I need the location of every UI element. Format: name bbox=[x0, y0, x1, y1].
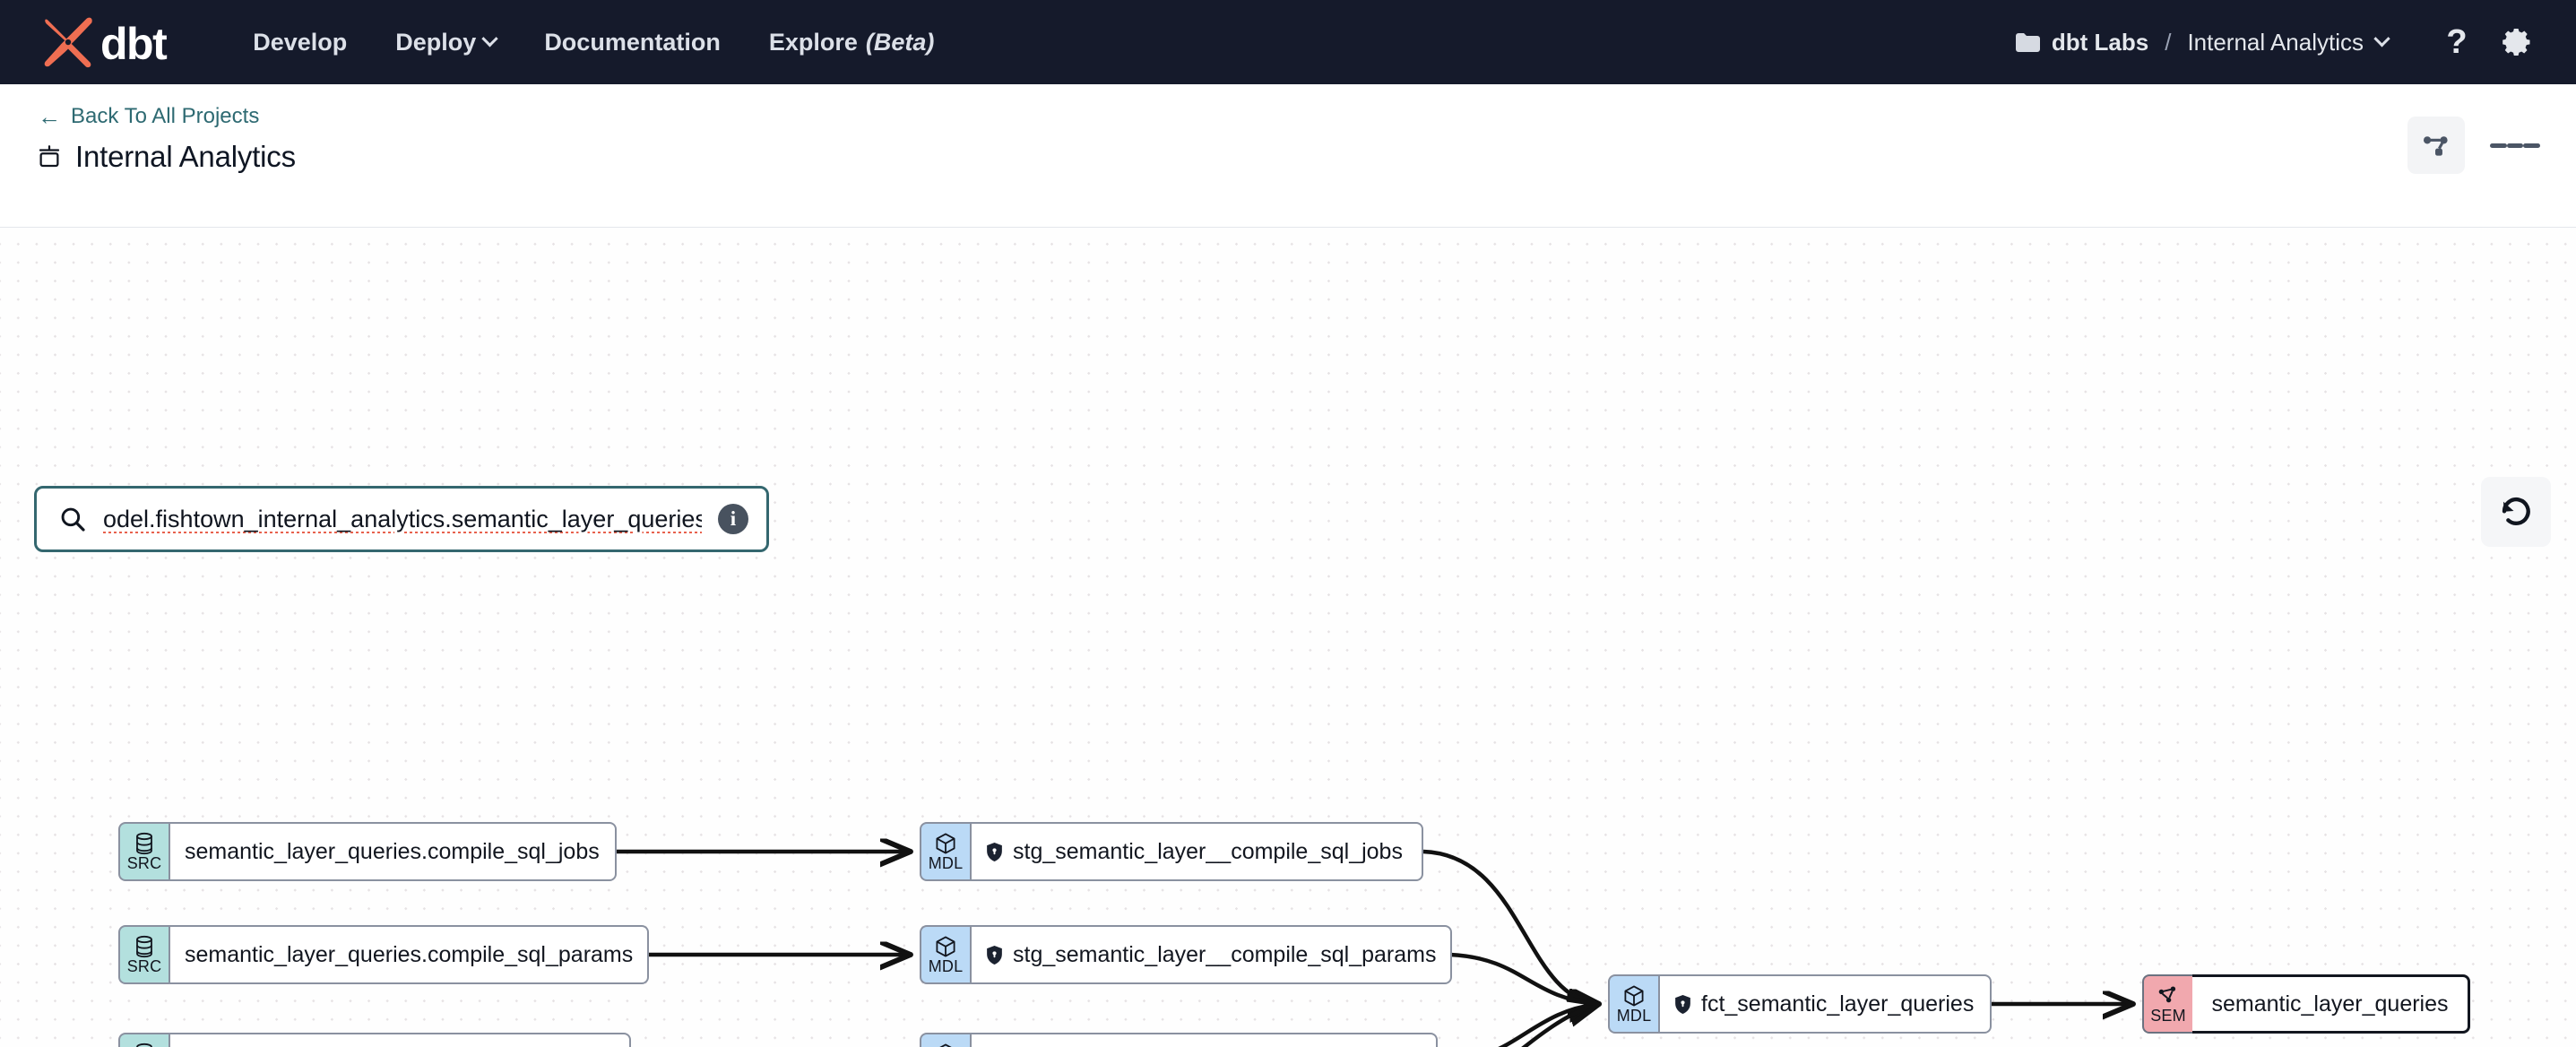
lineage-view-button[interactable] bbox=[2407, 117, 2465, 174]
node-body: stg_semantic_layer__compile_sql_jobs bbox=[970, 822, 1423, 881]
node-kind-badge-src: SRC bbox=[118, 925, 169, 984]
nav-link-deploy-label: Deploy bbox=[395, 28, 477, 56]
project-box-icon bbox=[39, 145, 60, 168]
node-body: stg_semantic_layer__create_query_jobs bbox=[970, 1033, 1438, 1047]
reset-view-button[interactable] bbox=[2481, 477, 2551, 547]
node-kind-badge-src: SRC bbox=[118, 822, 169, 881]
hamburger-menu-icon-bar2 bbox=[2506, 143, 2524, 148]
semantic-network-icon bbox=[2157, 985, 2180, 1007]
node-kind-label: SRC bbox=[126, 853, 162, 872]
nav-link-develop[interactable]: Develop bbox=[229, 29, 371, 56]
node-label: fct_semantic_layer_queries bbox=[1701, 991, 1975, 1017]
chevron-down-icon bbox=[2373, 30, 2390, 47]
node-body: semantic_layer_queries.compile_sql_jobs bbox=[169, 822, 617, 881]
dbt-logo-icon bbox=[44, 17, 92, 68]
search-input[interactable]: odel.fishtown_internal_analytics.semanti… bbox=[103, 505, 702, 532]
database-cylinder-icon bbox=[134, 1043, 155, 1047]
node-kind-label: MDL bbox=[928, 956, 964, 975]
database-cylinder-icon bbox=[134, 832, 155, 854]
page-title-row: Internal Analytics bbox=[32, 140, 296, 174]
folder-icon bbox=[2015, 32, 2040, 52]
node-label: semantic_layer_queries.compile_sql_jobs bbox=[185, 838, 600, 864]
settings-button[interactable] bbox=[2497, 22, 2538, 63]
graph-node-mdl-fct-semantic-layer-queries[interactable]: MDL fct_semantic_layer_queries bbox=[1608, 974, 1992, 1034]
nav-right-cluster: dbt Labs / Internal Analytics ? bbox=[2015, 22, 2538, 63]
node-kind-badge-mdl: MDL bbox=[1608, 974, 1658, 1034]
node-body: fct_semantic_layer_queries bbox=[1658, 974, 1992, 1034]
dbt-wordmark: dbt bbox=[100, 19, 168, 69]
node-label: semantic_layer_queries bbox=[2211, 991, 2449, 1017]
cube-box-icon bbox=[934, 1043, 957, 1047]
graph-node-sem-semantic-layer-queries[interactable]: SEM semantic_layer_queries bbox=[2142, 974, 2470, 1034]
nav-link-documentation[interactable]: Documentation bbox=[520, 29, 745, 56]
node-kind-label: SRC bbox=[126, 956, 162, 975]
node-body: semantic_layer_queries.compile_sql_param… bbox=[169, 925, 650, 984]
nav-link-develop-label: Develop bbox=[253, 28, 348, 56]
project-name: Internal Analytics bbox=[2187, 28, 2364, 56]
project-subheader: ← Back To All Projects Internal Analytic… bbox=[0, 84, 2576, 228]
breadcrumb-separator: / bbox=[2165, 28, 2172, 56]
nav-link-documentation-label: Documentation bbox=[544, 28, 721, 56]
node-label: stg_semantic_layer__compile_sql_jobs bbox=[1013, 838, 1403, 864]
node-kind-label: MDL bbox=[1616, 1006, 1652, 1025]
search-bar[interactable]: odel.fishtown_internal_analytics.semanti… bbox=[34, 486, 769, 552]
node-kind-label: MDL bbox=[928, 853, 964, 872]
subheader-right bbox=[2407, 104, 2541, 174]
graph-node-mdl-stg-compile-sql-params[interactable]: MDL stg_semantic_layer__compile_sql_para… bbox=[920, 925, 1453, 984]
graph-node-mdl-stg-create-query-jobs[interactable]: MDL stg_semantic_layer__create_query_job… bbox=[920, 1033, 1438, 1047]
edge-mdl2-fct bbox=[1449, 952, 1599, 1004]
nav-link-explore[interactable]: Explore (Beta) bbox=[745, 29, 959, 56]
node-kind-badge-mdl: MDL bbox=[920, 925, 970, 984]
node-label: stg_semantic_layer__compile_sql_params bbox=[1013, 941, 1437, 967]
help-button[interactable]: ? bbox=[2436, 22, 2477, 63]
node-body: semantic_layer_queries.create_query_jobs bbox=[169, 1033, 631, 1047]
nav-link-explore-label: Explore bbox=[768, 28, 858, 56]
graph-node-src-create-query-jobs[interactable]: SRC semantic_layer_queries.create_query_… bbox=[118, 1033, 631, 1047]
info-icon[interactable]: i bbox=[718, 504, 748, 534]
back-to-all-projects-label: Back To All Projects bbox=[71, 104, 260, 128]
nav-link-explore-beta-badge: (Beta) bbox=[865, 28, 935, 56]
chevron-down-icon bbox=[481, 30, 499, 47]
subheader-left: ← Back To All Projects Internal Analytic… bbox=[32, 104, 296, 174]
node-kind-badge-src: SRC bbox=[118, 1033, 169, 1047]
cube-box-icon bbox=[934, 936, 957, 957]
search-icon bbox=[61, 507, 85, 532]
cube-box-icon bbox=[1622, 985, 1646, 1007]
org-name: dbt Labs bbox=[2051, 28, 2149, 56]
edge-mdl3-fct bbox=[1498, 1004, 1599, 1047]
node-kind-badge-sem: SEM bbox=[2142, 974, 2192, 1034]
hamburger-menu-icon-bar3 bbox=[2523, 143, 2541, 148]
arrow-left-icon: ← bbox=[38, 103, 61, 130]
menu-button[interactable] bbox=[2490, 120, 2541, 170]
graph-node-src-compile-sql-params[interactable]: SRC semantic_layer_queries.compile_sql_p… bbox=[118, 925, 650, 984]
node-kind-label: SEM bbox=[2150, 1006, 2186, 1025]
org-breadcrumb[interactable]: dbt Labs bbox=[2015, 29, 2148, 56]
reset-rotate-left-icon bbox=[2502, 498, 2530, 525]
primary-nav-links: Develop Deploy Documentation Explore (Be… bbox=[229, 29, 958, 56]
shield-lock-icon bbox=[1675, 994, 1690, 1014]
cube-box-icon bbox=[934, 833, 957, 854]
dbt-logo[interactable]: dbt bbox=[41, 15, 168, 69]
graph-node-mdl-stg-compile-sql-jobs[interactable]: MDL stg_semantic_layer__compile_sql_jobs bbox=[920, 822, 1423, 881]
node-body: semantic_layer_queries bbox=[2192, 974, 2470, 1034]
nav-link-deploy[interactable]: Deploy bbox=[371, 29, 520, 56]
shield-lock-icon bbox=[987, 945, 1002, 965]
hamburger-menu-icon bbox=[2490, 143, 2507, 148]
lineage-edges bbox=[617, 228, 2576, 1047]
node-body: stg_semantic_layer__compile_sql_params bbox=[970, 925, 1453, 984]
node-label: semantic_layer_queries.compile_sql_param… bbox=[185, 941, 634, 967]
back-to-all-projects-link[interactable]: ← Back To All Projects bbox=[32, 104, 296, 129]
lineage-canvas[interactable]: odel.fishtown_internal_analytics.semanti… bbox=[0, 228, 2576, 1047]
question-mark-icon: ? bbox=[2446, 23, 2468, 61]
node-kind-badge-mdl: MDL bbox=[920, 822, 970, 881]
node-kind-badge-mdl: MDL bbox=[920, 1033, 970, 1047]
graph-node-src-compile-sql-jobs[interactable]: SRC semantic_layer_queries.compile_sql_j… bbox=[118, 822, 617, 881]
top-navigation-bar: dbt Develop Deploy Documentation Explore… bbox=[0, 0, 2576, 84]
project-breadcrumb-dropdown[interactable]: Internal Analytics bbox=[2187, 28, 2390, 56]
gear-icon bbox=[2503, 29, 2530, 56]
database-cylinder-icon bbox=[134, 935, 155, 957]
lineage-graph-icon bbox=[2423, 136, 2448, 156]
shield-lock-icon bbox=[987, 842, 1002, 861]
page-title: Internal Analytics bbox=[75, 140, 296, 173]
